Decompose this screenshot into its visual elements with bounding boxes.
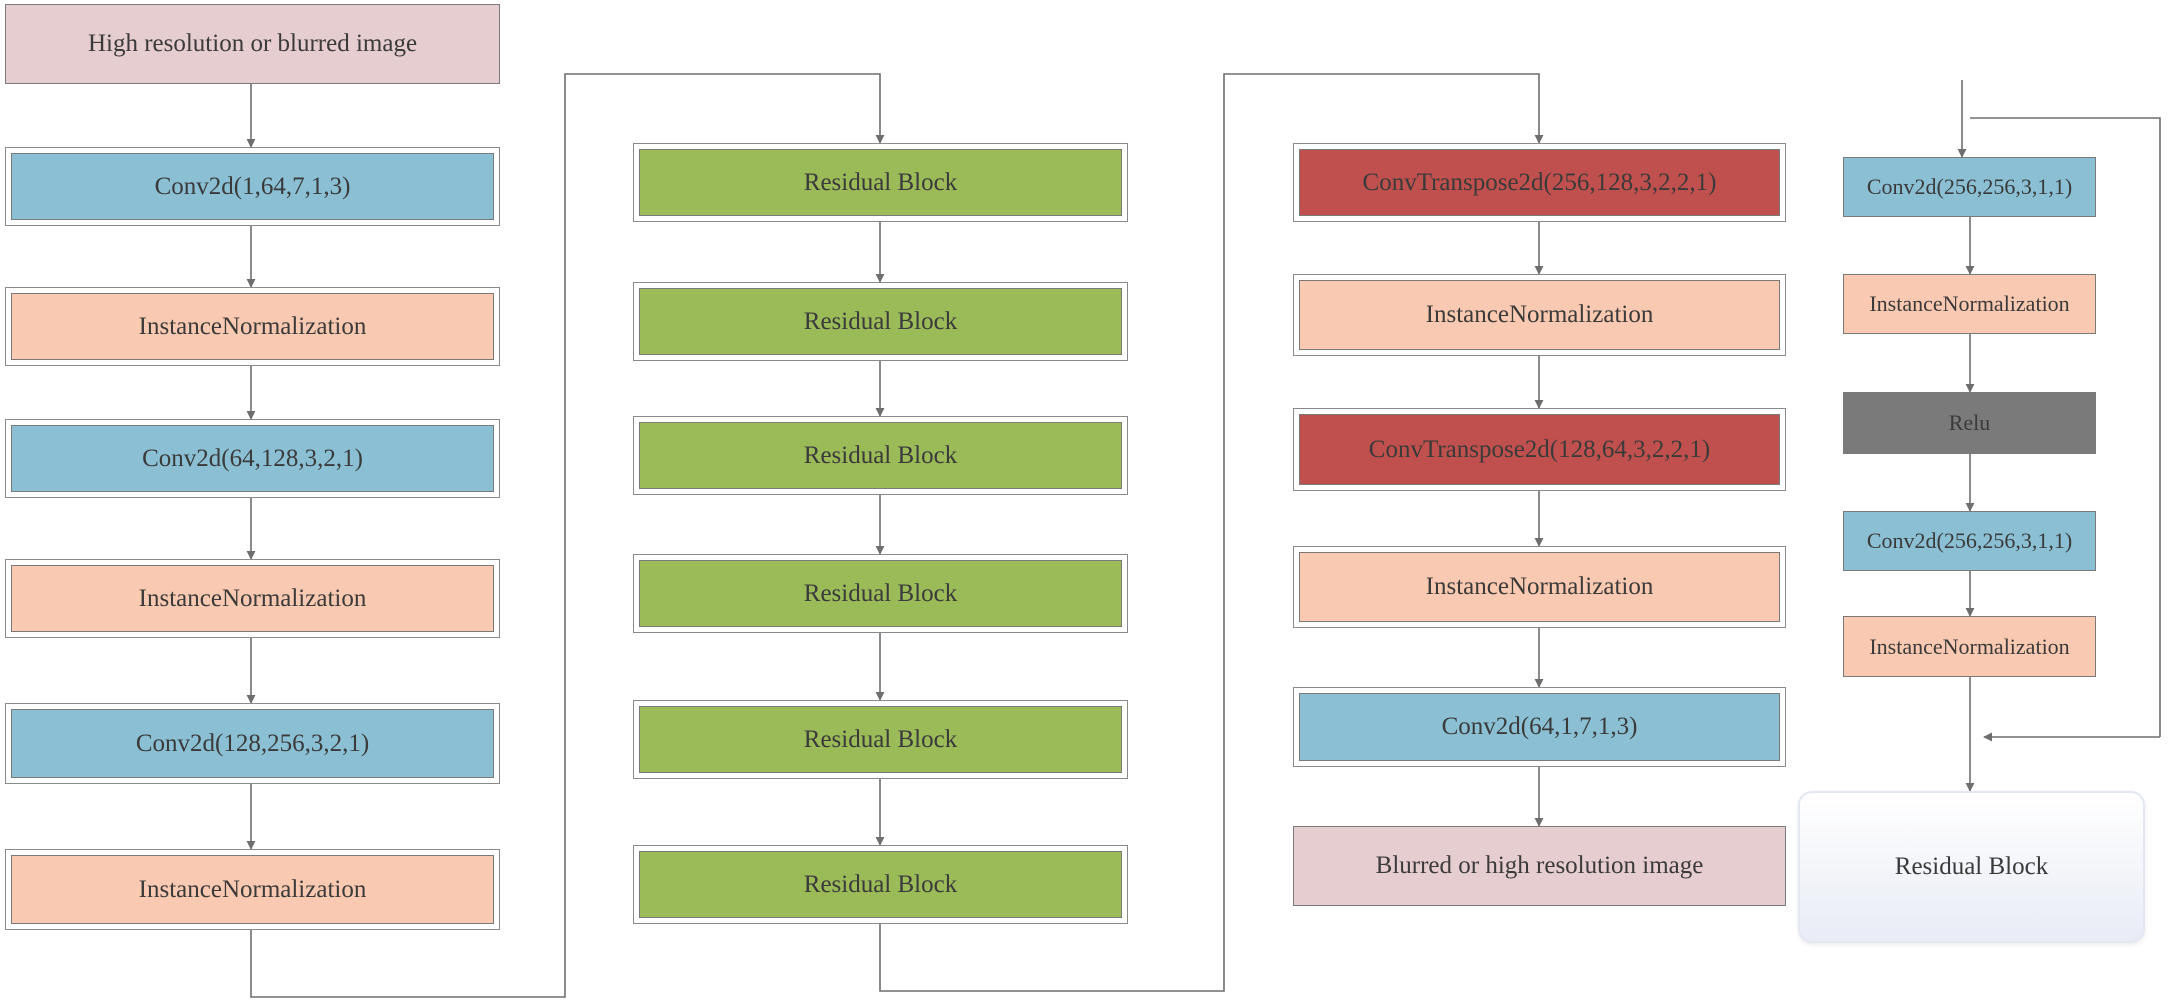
residual-detail-relu-node: Relu <box>1843 392 2096 454</box>
input-image-node: High resolution or blurred image <box>5 4 500 84</box>
encoder-conv2d-2-label: Conv2d(64,128,3,2,1) <box>142 444 363 472</box>
residual-block-3-label: Residual Block <box>803 441 958 469</box>
encoder-conv2d-3-label: Conv2d(128,256,3,2,1) <box>135 729 370 757</box>
decoder-transpose-2-node: ConvTranspose2d(128,64,3,2,2,1) <box>1293 408 1786 491</box>
decoder-conv2d-label: Conv2d(64,1,7,1,3) <box>1441 713 1638 740</box>
decoder-norm-1-node: InstanceNormalization <box>1293 274 1786 356</box>
encoder-norm-1-node: InstanceNormalization <box>5 287 500 366</box>
residual-block-5-label: Residual Block <box>803 725 958 753</box>
encoder-norm-2-node: InstanceNormalization <box>5 559 500 638</box>
residual-block-6-node: Residual Block <box>633 845 1128 924</box>
encoder-norm-1-label: InstanceNormalization <box>138 312 367 340</box>
decoder-norm-2-label: InstanceNormalization <box>1425 573 1654 600</box>
residual-detail-norm-2-node: InstanceNormalization <box>1843 616 2096 677</box>
residual-detail-norm-1-label: InstanceNormalization <box>1869 291 2070 316</box>
residual-detail-conv2d-2-label: Conv2d(256,256,3,1,1) <box>1866 528 2073 553</box>
encoder-conv2d-3-node: Conv2d(128,256,3,2,1) <box>5 703 500 784</box>
encoder-norm-3-node: InstanceNormalization <box>5 849 500 930</box>
residual-detail-conv2d-1-label: Conv2d(256,256,3,1,1) <box>1866 174 2073 199</box>
residual-block-2-node: Residual Block <box>633 282 1128 361</box>
encoder-norm-2-label: InstanceNormalization <box>138 584 367 612</box>
decoder-transpose-1-node: ConvTranspose2d(256,128,3,2,2,1) <box>1293 143 1786 222</box>
residual-block-4-label: Residual Block <box>803 579 958 607</box>
encoder-conv2d-2-node: Conv2d(64,128,3,2,1) <box>5 419 500 498</box>
encoder-conv2d-1-node: Conv2d(1,64,7,1,3) <box>5 147 500 226</box>
encoder-norm-3-label: InstanceNormalization <box>138 875 367 903</box>
decoder-norm-1-label: InstanceNormalization <box>1425 301 1654 328</box>
output-image-label: Blurred or high resolution image <box>1375 852 1704 879</box>
decoder-transpose-1-label: ConvTranspose2d(256,128,3,2,2,1) <box>1362 168 1717 196</box>
residual-detail-norm-2-label: InstanceNormalization <box>1869 633 2070 659</box>
residual-block-4-node: Residual Block <box>633 554 1128 633</box>
decoder-transpose-2-label: ConvTranspose2d(128,64,3,2,2,1) <box>1368 435 1711 463</box>
decoder-conv2d-node: Conv2d(64,1,7,1,3) <box>1293 687 1786 767</box>
residual-block-5-node: Residual Block <box>633 700 1128 779</box>
output-image-node: Blurred or high resolution image <box>1293 826 1786 906</box>
residual-detail-conv2d-2-node: Conv2d(256,256,3,1,1) <box>1843 511 2096 571</box>
residual-detail-caption: Residual Block <box>1894 853 2049 880</box>
residual-detail-caption-box: Residual Block <box>1798 791 2145 943</box>
residual-block-3-node: Residual Block <box>633 416 1128 495</box>
residual-detail-relu-label: Relu <box>1948 410 1991 435</box>
residual-detail-norm-1-node: InstanceNormalization <box>1843 274 2096 334</box>
decoder-norm-2-node: InstanceNormalization <box>1293 546 1786 628</box>
residual-block-2-label: Residual Block <box>803 307 958 335</box>
residual-detail-conv2d-1-node: Conv2d(256,256,3,1,1) <box>1843 157 2096 217</box>
encoder-conv2d-1-label: Conv2d(1,64,7,1,3) <box>154 172 351 200</box>
input-image-label: High resolution or blurred image <box>87 30 418 57</box>
residual-block-1-label: Residual Block <box>803 168 958 196</box>
residual-block-1-node: Residual Block <box>633 143 1128 222</box>
residual-block-6-label: Residual Block <box>803 870 958 898</box>
